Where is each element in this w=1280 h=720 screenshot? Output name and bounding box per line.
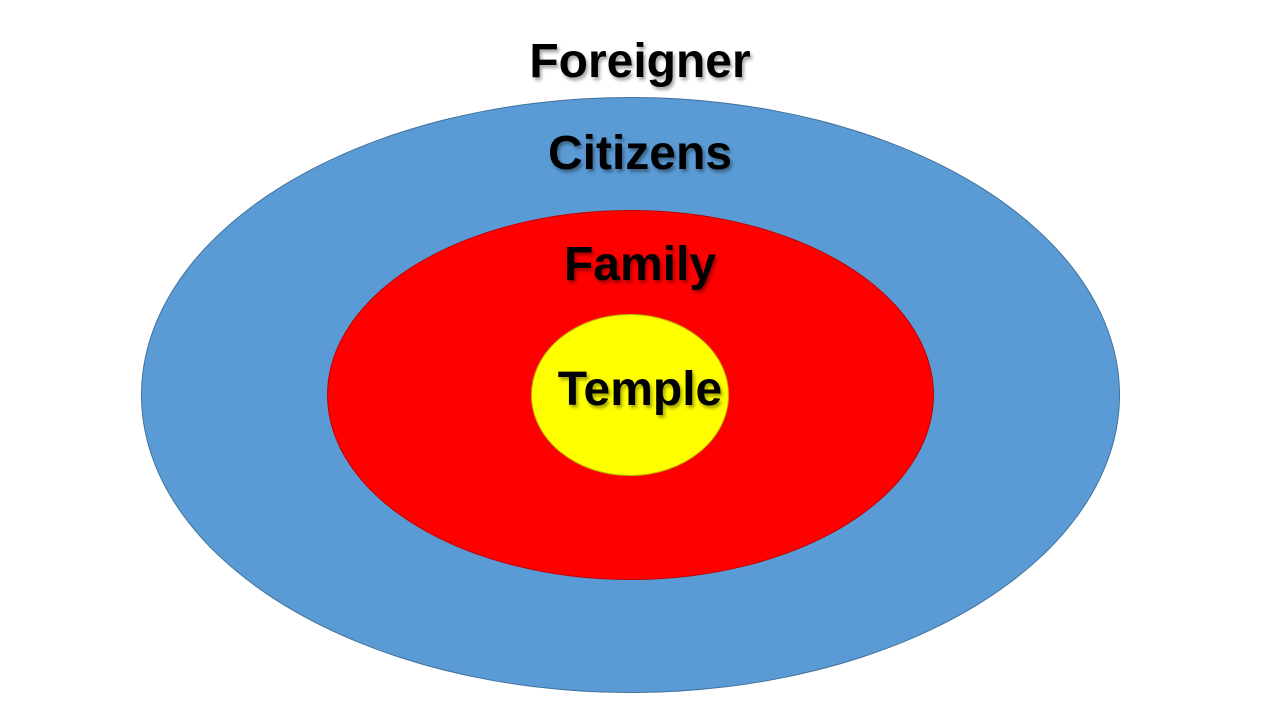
temple-ring [531, 314, 729, 476]
citizens-label: Citizens [547, 127, 733, 180]
family-label: Family [563, 238, 717, 291]
foreigner-label: Foreigner [529, 35, 751, 88]
temple-label: Temple [557, 363, 723, 416]
